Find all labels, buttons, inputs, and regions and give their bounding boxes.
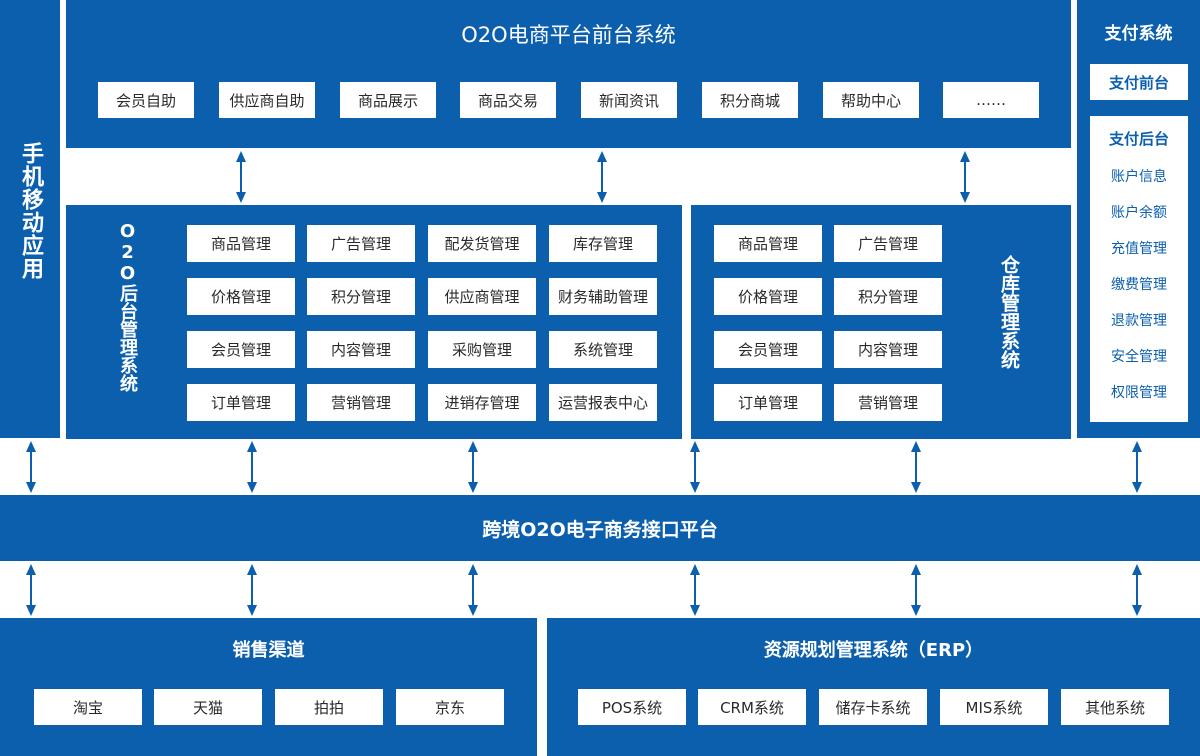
- frontend-item: 商品交易: [460, 82, 556, 118]
- payment-back-item: 账户余额: [1111, 205, 1167, 221]
- frontend-panel: O2O电商平台前台系统: [66, 0, 1071, 148]
- payment-back-title: 支付后台: [1108, 130, 1169, 148]
- backend-item: 营销管理: [307, 384, 415, 421]
- payment-back-item: 退款管理: [1111, 313, 1167, 329]
- backend-item: 积分管理: [307, 278, 415, 315]
- erp-system-item: 储存卡系统: [819, 689, 927, 725]
- backend-item: 价格管理: [187, 278, 295, 315]
- erp-system-item: MIS系统: [940, 689, 1048, 725]
- warehouse-title: 仓库管理系统: [998, 255, 1020, 369]
- erp-system-item: POS系统: [578, 689, 686, 725]
- double-arrow: [468, 564, 478, 616]
- payment-panel: 支付系统 支付前台 支付后台 账户信息账户余额充值管理缴费管理退款管理安全管理权…: [1077, 0, 1200, 438]
- warehouse-item: 价格管理: [714, 278, 822, 315]
- backend-item: 运营报表中心: [549, 384, 657, 421]
- sales-channel-item: 天猫: [154, 689, 262, 725]
- sales-channel-item: 拍拍: [275, 689, 383, 725]
- erp-system-item: CRM系统: [698, 689, 806, 725]
- double-arrow: [597, 151, 607, 203]
- payment-back-item: 缴费管理: [1111, 277, 1167, 293]
- warehouse-item: 内容管理: [834, 331, 942, 368]
- double-arrow: [1132, 441, 1142, 493]
- payment-title: 支付系统: [1104, 23, 1173, 44]
- erp-system-item: 其他系统: [1061, 689, 1169, 725]
- interface-title: 跨境O2O电子商务接口平台: [482, 518, 718, 541]
- interface-panel: 跨境O2O电子商务接口平台: [0, 495, 1200, 561]
- warehouse-item: 广告管理: [834, 225, 942, 262]
- double-arrow: [911, 564, 921, 616]
- double-arrow: [1132, 564, 1142, 616]
- warehouse-item: 营销管理: [834, 384, 942, 421]
- backend-item: 订单管理: [187, 384, 295, 421]
- erp-title: 资源规划管理系统（ERP）: [763, 640, 984, 661]
- frontend-item: 商品展示: [340, 82, 436, 118]
- frontend-item: 积分商城: [702, 82, 798, 118]
- double-arrow: [468, 441, 478, 493]
- sales-title: 销售渠道: [232, 640, 305, 661]
- sales-channel-item: 京东: [396, 689, 504, 725]
- erp-panel: 资源规划管理系统（ERP）: [547, 618, 1200, 756]
- frontend-title: O2O电商平台前台系统: [461, 23, 676, 47]
- warehouse-item: 积分管理: [834, 278, 942, 315]
- double-arrow: [26, 441, 36, 493]
- double-arrow: [960, 151, 970, 203]
- warehouse-item: 会员管理: [714, 331, 822, 368]
- backend-item: 采购管理: [428, 331, 536, 368]
- frontend-item: 新闻资讯: [581, 82, 677, 118]
- payment-back-item: 权限管理: [1111, 385, 1167, 401]
- backend-item: 供应商管理: [428, 278, 536, 315]
- frontend-item: ……: [943, 82, 1039, 118]
- frontend-item: 会员自助: [98, 82, 194, 118]
- frontend-item: 帮助中心: [823, 82, 919, 118]
- double-arrow: [690, 564, 700, 616]
- double-arrow: [247, 441, 257, 493]
- backend-item: 财务辅助管理: [549, 278, 657, 315]
- payment-back-item: 安全管理: [1111, 349, 1167, 365]
- sales-panel: 销售渠道: [0, 618, 537, 756]
- backend-title: O2O后台管理系统: [117, 221, 138, 392]
- payment-back-item: 充值管理: [1111, 241, 1167, 257]
- backend-item: 系统管理: [549, 331, 657, 368]
- double-arrow: [236, 151, 246, 203]
- payment-back-panel: 支付后台 账户信息账户余额充值管理缴费管理退款管理安全管理权限管理: [1090, 116, 1188, 422]
- sales-channel-item: 淘宝: [34, 689, 142, 725]
- double-arrow: [690, 441, 700, 493]
- double-arrow: [26, 564, 36, 616]
- warehouse-item: 订单管理: [714, 384, 822, 421]
- backend-item: 广告管理: [307, 225, 415, 262]
- double-arrow: [911, 441, 921, 493]
- backend-item: 商品管理: [187, 225, 295, 262]
- mobile-app-panel: 手机移动应用: [0, 0, 60, 438]
- backend-item: 进销存管理: [428, 384, 536, 421]
- payment-front: 支付前台: [1090, 64, 1188, 100]
- backend-item: 库存管理: [549, 225, 657, 262]
- backend-item: 会员管理: [187, 331, 295, 368]
- warehouse-item: 商品管理: [714, 225, 822, 262]
- double-arrow: [247, 564, 257, 616]
- backend-item: 内容管理: [307, 331, 415, 368]
- backend-item: 配发货管理: [428, 225, 536, 262]
- payment-back-item: 账户信息: [1111, 169, 1167, 185]
- mobile-app-label: 手机移动应用: [18, 142, 43, 280]
- frontend-item: 供应商自助: [219, 82, 315, 118]
